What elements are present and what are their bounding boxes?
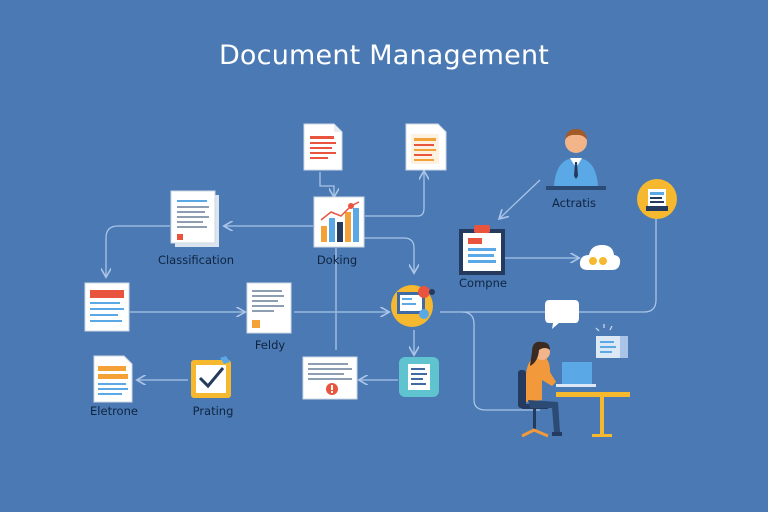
document-icon-left[interactable] — [84, 282, 132, 334]
arrow-doking-to-hub — [362, 237, 414, 272]
label-doking: Doking — [316, 253, 358, 267]
label-actratis: Actratis — [552, 196, 596, 210]
page-title: Document Management — [218, 40, 550, 71]
arrow-actratis-to-compne — [500, 179, 541, 218]
document-icon-red — [302, 122, 344, 172]
label-eletrone: Eletrone — [90, 404, 138, 418]
analytics-screen-icon — [590, 322, 636, 368]
label-prating: Prating — [192, 404, 234, 418]
feldy-document-icon[interactable] — [246, 282, 294, 336]
central-hub-icon[interactable] — [388, 282, 440, 328]
cloud-icon[interactable] — [578, 242, 622, 272]
approval-check-icon[interactable] — [190, 356, 234, 400]
arrow-topdoc-to-doking — [319, 172, 334, 196]
compne-clipboard-icon[interactable] — [458, 224, 506, 276]
folder-circle-icon[interactable] — [636, 178, 678, 220]
arrow-classification-to-left-doc — [106, 225, 170, 276]
alert-document-icon[interactable] — [302, 356, 360, 402]
line-hub-to-person — [461, 311, 540, 411]
person-working-at-desk — [512, 340, 632, 440]
report-document-icon — [404, 122, 448, 172]
notes-icon[interactable] — [398, 356, 440, 398]
eletrone-document-icon[interactable] — [92, 354, 136, 404]
line-hub-to-icon — [440, 216, 657, 313]
label-compne: Compne — [459, 276, 507, 290]
arrow-doking-to-report — [365, 172, 424, 217]
doking-chart-icon[interactable] — [313, 196, 365, 248]
label-classification: Classification — [157, 253, 235, 267]
user-avatar-icon[interactable] — [546, 126, 606, 192]
label-feldy: Feldy — [254, 338, 286, 352]
classification-document-icon[interactable] — [170, 190, 222, 248]
speech-bubble-icon — [543, 298, 581, 330]
